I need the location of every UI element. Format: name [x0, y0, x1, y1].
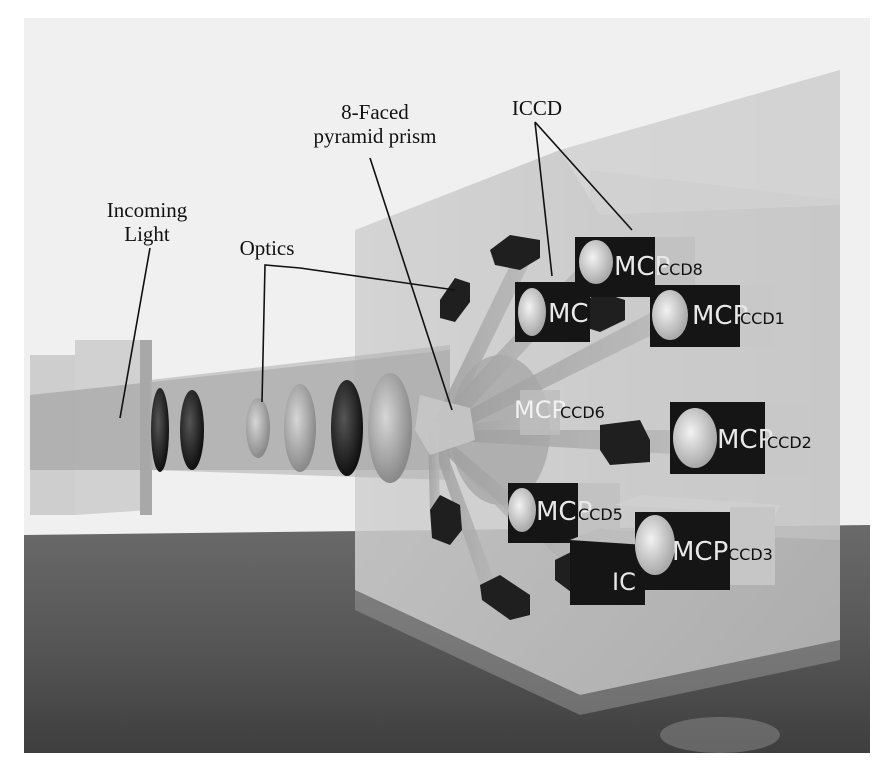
- camera-ccd2-ccd-label: CCD2: [767, 433, 812, 452]
- incoming-light-label-line1: Incoming: [106, 198, 188, 222]
- camera-ccd6: MCP CCD6: [514, 390, 605, 435]
- camera-mc: MC: [515, 282, 590, 342]
- incoming-light-leader: [119, 247, 151, 419]
- incoming-light-label: Incoming Light: [92, 198, 202, 246]
- incoming-light-label-line2: Light: [124, 222, 170, 246]
- camera-ccd2-mcp-label: MCP: [717, 425, 773, 455]
- prism-label-line2: pyramid prism: [313, 124, 437, 148]
- lens-3: [246, 398, 270, 458]
- camera-ccd6-mcp-label: MCP: [514, 396, 566, 424]
- camera-ccd1-mcp-label: MCP: [692, 301, 748, 331]
- prism-leader: [369, 157, 453, 411]
- camera-ccd1: MCP CCD1: [650, 285, 785, 347]
- camera-ccd8-mcp-label: MCP: [614, 252, 670, 282]
- housing-base: [355, 590, 840, 715]
- camera-ccd6-ccd-label: CCD6: [560, 403, 605, 422]
- camera-ic: IC: [570, 528, 650, 605]
- prism-label: 8-Faced pyramid prism: [290, 100, 460, 148]
- lens-5: [331, 380, 363, 476]
- lens-2: [180, 390, 204, 470]
- iccd-label: ICCD: [511, 96, 563, 120]
- camera-ccd8-ccd-label: CCD8: [658, 260, 703, 279]
- pyramid-prism: [415, 395, 475, 455]
- camera-ccd8: MCP CCD8: [575, 237, 703, 297]
- floor-reflection: [660, 717, 780, 753]
- optics-label: Optics: [239, 236, 295, 260]
- lens-1: [151, 388, 169, 472]
- iccd-leader-2: [534, 121, 633, 231]
- camera-ccd5-ccd-label: CCD5: [578, 505, 623, 524]
- callout-leaders: [119, 121, 633, 419]
- camera-ccd1-ccd-label: CCD1: [740, 309, 785, 328]
- lens-6: [368, 373, 412, 483]
- camera-ccd5: MCP CCD5: [508, 483, 623, 543]
- camera-ccd3: MCP CCD3: [615, 495, 780, 590]
- camera-ccd2: MCP CCD2: [670, 402, 812, 474]
- camera-mc-mcp-label: MC: [548, 299, 589, 329]
- iccd-leader-1: [534, 121, 553, 277]
- camera-ccd3-ccd-label: CCD3: [728, 545, 773, 564]
- camera-ccd5-mcp-label: MCP: [536, 497, 592, 527]
- camera-ccd3-mcp-label: MCP: [672, 537, 728, 567]
- optics-leader: [261, 264, 456, 403]
- camera-ic-label: IC: [612, 568, 636, 596]
- lens-4: [284, 384, 316, 472]
- prism-label-line1: 8-Faced: [341, 100, 409, 124]
- housing-top: [560, 70, 840, 215]
